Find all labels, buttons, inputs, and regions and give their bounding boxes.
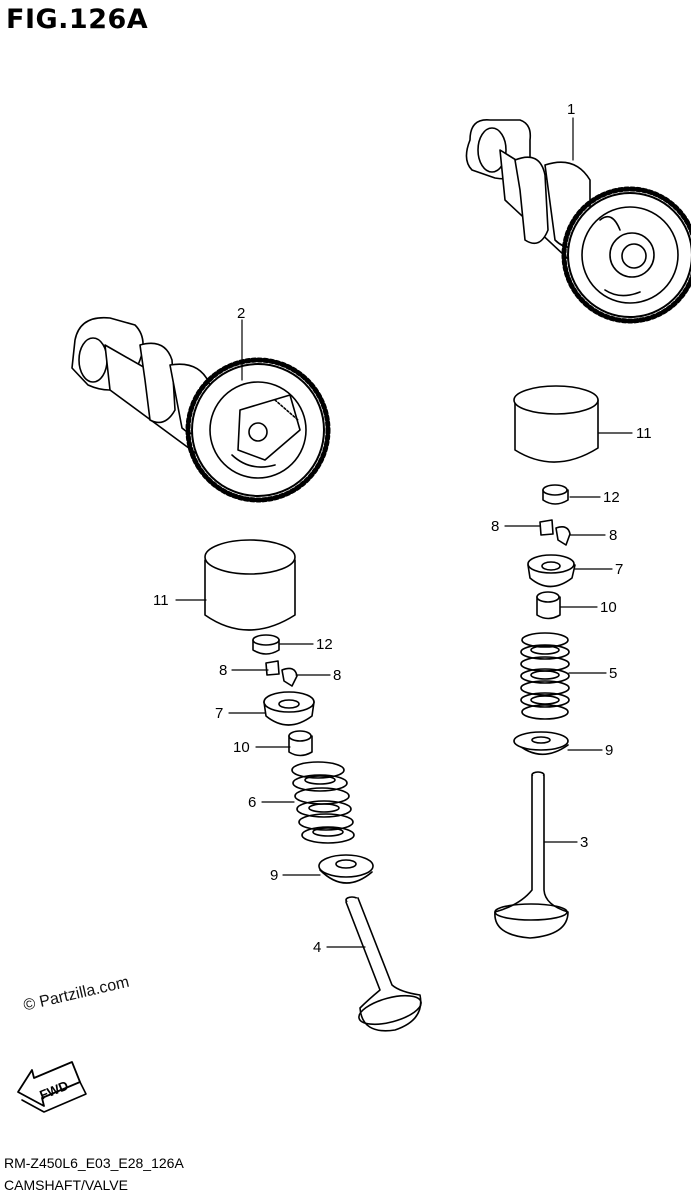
shim-12-right (542, 484, 569, 505)
shim-12-left (252, 634, 280, 655)
footer-code: RM-Z450L6_E03_E28_126A (4, 1155, 184, 1171)
fwd-arrow-icon (17, 1061, 87, 1113)
spring-seat-9-left (318, 854, 374, 884)
callout-7-left: 7 (215, 705, 223, 722)
spring-5-right (520, 632, 570, 720)
callout-9-left: 9 (270, 867, 278, 884)
cotter-8-left (265, 660, 298, 687)
callout-10-right: 10 (600, 599, 617, 616)
valve-3-intake (494, 771, 569, 939)
tappet-11-left (204, 539, 296, 631)
callout-11-right: 11 (636, 425, 652, 442)
callout-9-right: 9 (605, 742, 613, 759)
tappet-11-right (513, 385, 599, 463)
callout-7-right: 7 (615, 561, 623, 578)
camshaft-1 (465, 119, 691, 324)
valve-4-exhaust (345, 896, 422, 1032)
camshaft-2 (71, 316, 331, 503)
callout-12-left: 12 (316, 636, 333, 653)
spring-6-left (291, 761, 355, 844)
retainer-7-right (527, 554, 576, 588)
callout-8-left-b: 8 (333, 667, 341, 684)
callout-4: 4 (313, 939, 321, 956)
callout-2: 2 (237, 305, 245, 322)
callout-11-left: 11 (153, 592, 169, 609)
stem-seal-10-left (288, 730, 313, 757)
cotter-8-right (539, 519, 571, 546)
callout-10-left: 10 (233, 739, 250, 756)
figure-title: FIG.126A (6, 4, 149, 35)
callout-8-left-a: 8 (219, 662, 227, 679)
callout-12-right: 12 (603, 489, 620, 506)
callout-8-right-a: 8 (491, 518, 499, 535)
callout-5: 5 (609, 665, 617, 682)
retainer-7-left (263, 691, 315, 726)
callout-1: 1 (567, 101, 575, 118)
spring-seat-9-right (513, 731, 569, 756)
callout-3: 3 (580, 834, 588, 851)
callout-6: 6 (248, 794, 256, 811)
stem-seal-10-right (536, 591, 561, 620)
callout-8-right-b: 8 (609, 527, 617, 544)
leader-lines (175, 117, 633, 948)
footer-section: CAMSHAFT/VALVE (4, 1177, 128, 1193)
